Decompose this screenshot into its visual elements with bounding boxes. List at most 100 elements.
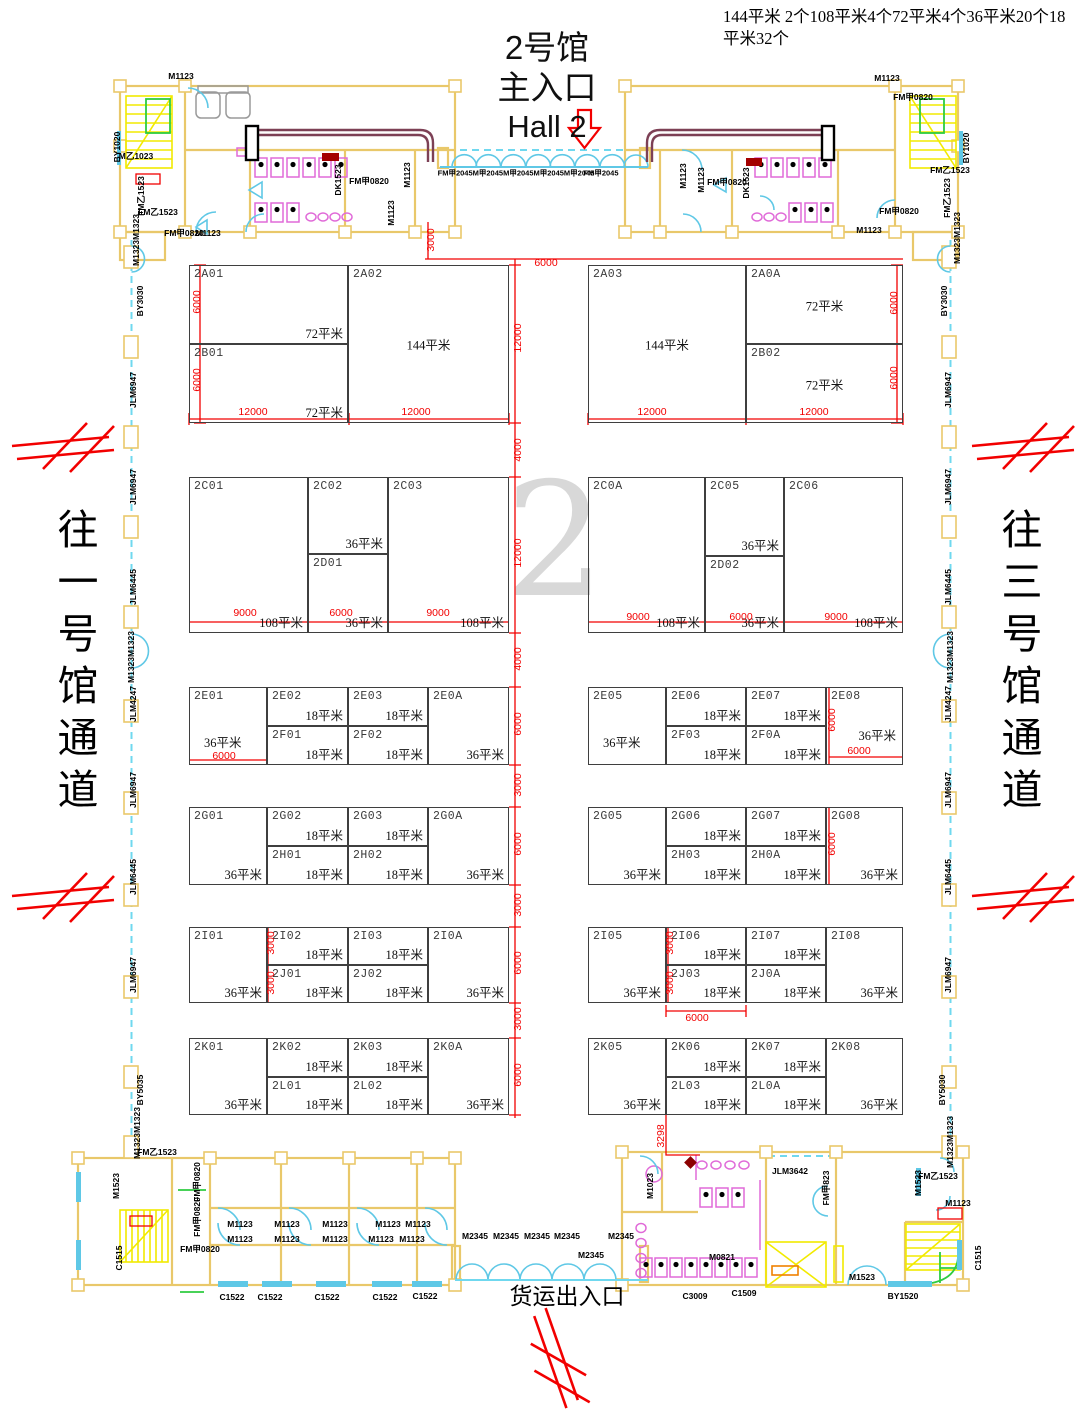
wall-label: JLM6947 — [128, 772, 138, 808]
booth-id: 2K08 — [831, 1041, 861, 1054]
booth-id: 2B02 — [751, 347, 781, 360]
booth-area: 18平米 — [703, 829, 741, 843]
booth-id: 2K0A — [433, 1041, 463, 1054]
dimension-label: 6000 — [729, 611, 753, 623]
dimension-label: 3000 — [265, 931, 277, 955]
dimension-label: 6000 — [826, 708, 838, 732]
wall-label: FM甲0820 — [879, 206, 919, 216]
booth-id: 2C01 — [194, 480, 224, 493]
booth-area: 18平米 — [783, 986, 821, 1000]
booth-count-legend: 144平米 2个108平米4个72平米4个36平米20个18平米32个 — [723, 6, 1080, 49]
dimension-label: 12000 — [512, 323, 524, 353]
booth-2C02: 2C02 36平米 — [308, 477, 388, 554]
wall-label: JLM6445 — [943, 569, 953, 605]
booth-area: 36平米 — [466, 1098, 504, 1112]
booth-id: 2J0A — [751, 968, 781, 981]
booth-area: 108平米 — [259, 616, 303, 630]
booth-id: 2H03 — [671, 849, 701, 862]
wall-label: DK1523 — [741, 167, 751, 199]
wall-label: JLM6445 — [128, 569, 138, 605]
cargo-entrance-label: 货运出入口 — [509, 1283, 625, 1309]
booth-id: 2G02 — [272, 810, 302, 823]
booth-id: 2D01 — [313, 557, 343, 570]
dimension-label: 6000 — [534, 257, 558, 269]
wall-label: DK1523 — [333, 164, 343, 196]
booth-area: 18平米 — [305, 948, 343, 962]
booth-2C01: 2C01 108平米 — [189, 477, 308, 633]
wall-label: C1515 — [114, 1245, 124, 1271]
wall-label: M2345 — [608, 1231, 634, 1241]
booth-id: 2G01 — [194, 810, 224, 823]
booth-id: 2C02 — [313, 480, 343, 493]
wall-label: JLM6445 — [128, 859, 138, 895]
legend-item: 144平米 2个 — [723, 7, 810, 26]
wall-label: M1123 — [399, 1234, 425, 1244]
booth-id: 2I07 — [751, 930, 781, 943]
booth-area: 18平米 — [783, 868, 821, 882]
dimension-label: 4000 — [512, 438, 524, 462]
wall-label: M1123 — [945, 1198, 971, 1208]
booth-area: 36平米 — [623, 986, 661, 1000]
dimension-label: 6000 — [329, 607, 353, 619]
wall-label: C3009 — [682, 1291, 708, 1301]
booth-area: 18平米 — [385, 1098, 423, 1112]
wall-label: JLM4247 — [943, 686, 953, 722]
booth-id: 2A0A — [751, 268, 781, 281]
booth-id: 2A03 — [593, 268, 623, 281]
booth-area: 18平米 — [305, 709, 343, 723]
booth-id: 2E07 — [751, 690, 781, 703]
wall-label: FM甲0820 — [893, 92, 933, 102]
wall-label: JLM6947 — [943, 372, 953, 408]
booth-area: 36平米 — [345, 537, 383, 551]
wall-label: M1123 — [375, 1219, 401, 1229]
wall-label: C1522 — [412, 1291, 438, 1301]
booth-id: 2C06 — [789, 480, 819, 493]
wall-label: M1123 — [405, 1219, 431, 1229]
booth-area: 18平米 — [305, 748, 343, 762]
wall-label: BY5035 — [135, 1074, 145, 1106]
booth-area: 72平米 — [805, 299, 844, 313]
booth-2K0A: 2K0A 36平米 — [428, 1038, 509, 1115]
entrance-down-arrow-icon — [566, 108, 603, 150]
booth-id: 2I08 — [831, 930, 861, 943]
booth-area: 18平米 — [385, 748, 423, 762]
wall-label: FM甲0820 — [180, 1244, 220, 1254]
dimension-label: 6000 — [826, 832, 838, 856]
booth-area: 36平米 — [860, 1098, 898, 1112]
booth-area: 36平米 — [224, 868, 262, 882]
booth-area: 18平米 — [783, 748, 821, 762]
corridor-label-hall3: 往三号馆通道 — [995, 508, 1041, 820]
wall-label: FM乙1523 — [137, 1147, 177, 1157]
booth-area: 36平米 — [623, 1098, 661, 1112]
wall-label: M2345 — [493, 1231, 519, 1241]
wall-label: M1123 — [874, 73, 900, 83]
booth-id: 2D02 — [710, 559, 740, 572]
wall-label: M1523 — [849, 1272, 875, 1282]
dimension-label: 3000 — [512, 1007, 524, 1031]
wall-label: JLM6947 — [943, 957, 953, 993]
booth-area: 18平米 — [385, 709, 423, 723]
wall-label: M乙1023 — [118, 151, 154, 161]
dimension-label: 9000 — [426, 607, 450, 619]
legend-item: 18平米32个 — [723, 7, 1066, 48]
wall-label: FM甲823 — [821, 1170, 831, 1206]
